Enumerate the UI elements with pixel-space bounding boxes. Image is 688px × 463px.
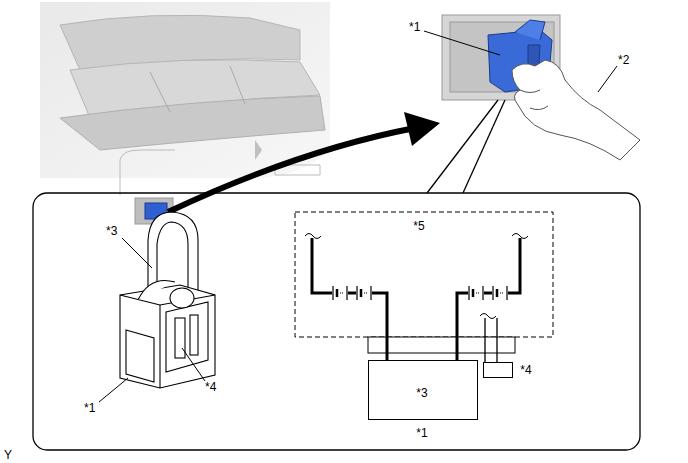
service-plug-box: *3*1 — [368, 360, 478, 420]
group-label: *5 — [413, 219, 424, 233]
connector-strip — [368, 337, 515, 353]
battery-symbols — [333, 286, 507, 300]
interlock-box: *4 — [483, 362, 513, 378]
battery-circuit — [295, 212, 553, 337]
callout-number: *4 — [520, 363, 531, 377]
figure-code: Y — [4, 448, 12, 462]
wire — [387, 337, 388, 360]
callout-number: *3 — [416, 386, 427, 400]
callout-number: *1 — [416, 426, 427, 440]
leader-lines — [99, 238, 205, 402]
callout-number: *3 — [106, 224, 117, 238]
callout-number: *1 — [84, 401, 95, 415]
plug-detail — [424, 15, 640, 160]
curved-arrow — [168, 128, 415, 212]
callout-number: *2 — [618, 53, 629, 67]
wire — [457, 337, 458, 360]
battery-group-box: *5 — [295, 212, 553, 337]
plug-3d — [120, 212, 215, 388]
callout-number: *4 — [205, 380, 216, 394]
callout-number: *1 — [409, 20, 420, 34]
arrow-head — [404, 112, 440, 146]
vehicle-interior — [40, 2, 330, 224]
wire — [485, 337, 497, 362]
detail-panel — [33, 193, 640, 450]
